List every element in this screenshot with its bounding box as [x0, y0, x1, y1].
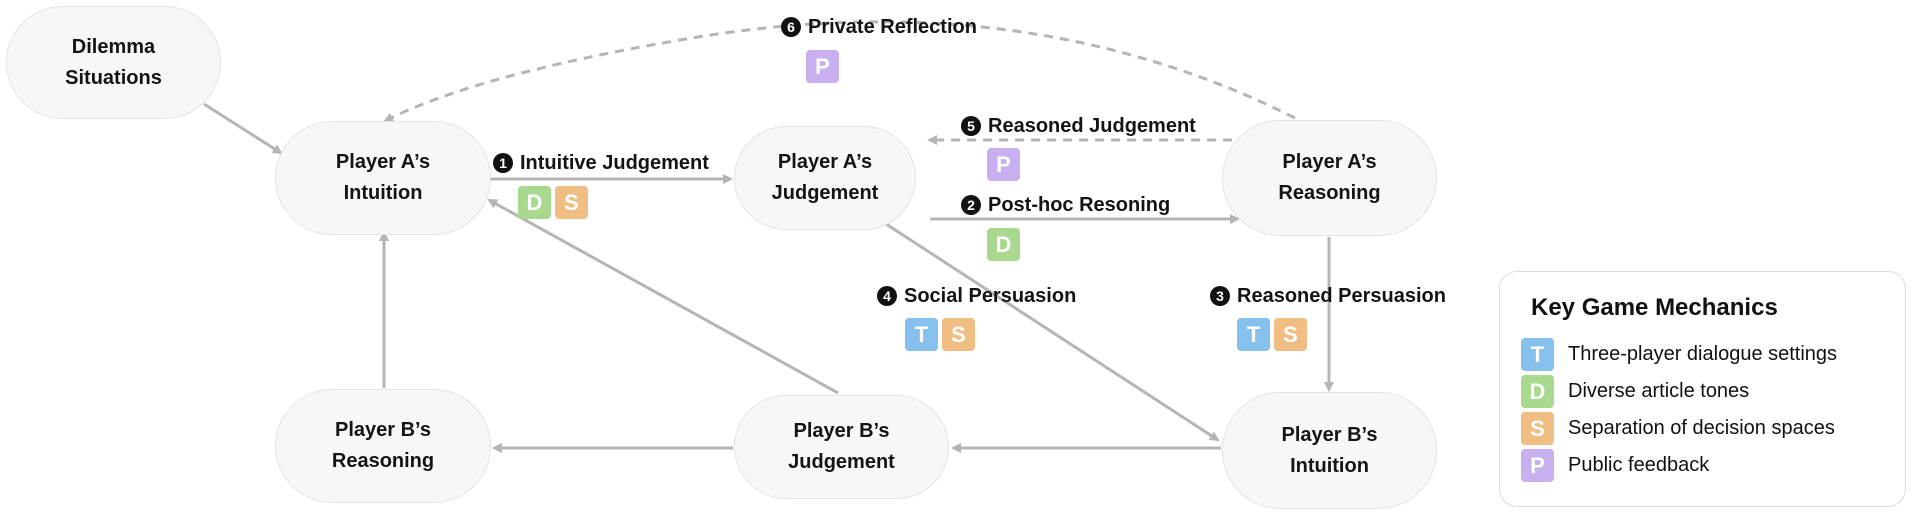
label-text: Reasoned Judgement — [988, 115, 1196, 137]
step-number: 6 — [781, 17, 801, 37]
badge-t: T — [1237, 318, 1270, 351]
badge-s: S — [942, 318, 975, 351]
label-text: Intuitive Judgement — [520, 152, 709, 174]
badge-t: T — [1521, 338, 1554, 371]
key-item-public-feedback: P Public feedback — [1521, 449, 1709, 482]
edge-b-judgement-to-a-intuition — [487, 198, 839, 395]
label-private-reflection: 6 Private Reflection — [781, 14, 977, 40]
label-text: Post-hoc Resoning — [988, 194, 1171, 216]
label-text: Social Persuasion — [904, 285, 1077, 307]
badges-post-hoc-reasoning: D — [987, 228, 1020, 261]
label-reasoned-judgement: 5 Reasoned Judgement — [961, 113, 1196, 139]
key-item-label: Three-player dialogue settings — [1568, 343, 1838, 365]
badge-s: S — [555, 186, 588, 219]
label-social-persuasion: 4 Social Persuasion — [877, 283, 1076, 309]
key-item-article-tones: D Diverse article tones — [1521, 375, 1749, 408]
step-number: 2 — [961, 195, 981, 215]
badge-s: S — [1274, 318, 1307, 351]
badges-private-reflection: P — [806, 50, 839, 83]
label-intuitive-judgement: 1 Intuitive Judgement — [493, 150, 709, 176]
badge-p: P — [987, 148, 1020, 181]
badge-p: P — [806, 50, 839, 83]
key-title: Key Game Mechanics — [1531, 294, 1778, 321]
step-number: 1 — [493, 153, 513, 173]
label-post-hoc-reasoning: 2 Post-hoc Resoning — [961, 192, 1170, 218]
key-item-label: Diverse article tones — [1568, 380, 1750, 402]
label-text: Reasoned Persuasion — [1237, 285, 1446, 307]
label-reasoned-persuasion: 3 Reasoned Persuasion — [1210, 283, 1446, 309]
edge-dilemma-to-a-intuition — [203, 102, 283, 155]
key-item-three-player: T Three-player dialogue settings — [1521, 338, 1837, 371]
label-text: Private Reflection — [808, 16, 977, 38]
key-item-label: Separation of decision spaces — [1568, 417, 1835, 439]
edge-private-reflection — [383, 20, 1296, 123]
badge-d: D — [1521, 375, 1554, 408]
badge-d: D — [987, 228, 1020, 261]
step-number: 3 — [1210, 286, 1230, 306]
badge-s: S — [1521, 412, 1554, 445]
key-item-decision-spaces: S Separation of decision spaces — [1521, 412, 1835, 445]
key-game-mechanics-legend: Key Game Mechanics T Three-player dialog… — [1499, 271, 1906, 507]
badge-p: P — [1521, 449, 1554, 482]
key-item-label: Public feedback — [1568, 454, 1710, 476]
badge-t: T — [905, 318, 938, 351]
step-number: 4 — [877, 286, 897, 306]
badges-reasoned-judgement: P — [987, 148, 1020, 181]
badge-d: D — [518, 186, 551, 219]
edge-social-persuasion — [842, 194, 1220, 442]
step-number: 5 — [961, 116, 981, 136]
